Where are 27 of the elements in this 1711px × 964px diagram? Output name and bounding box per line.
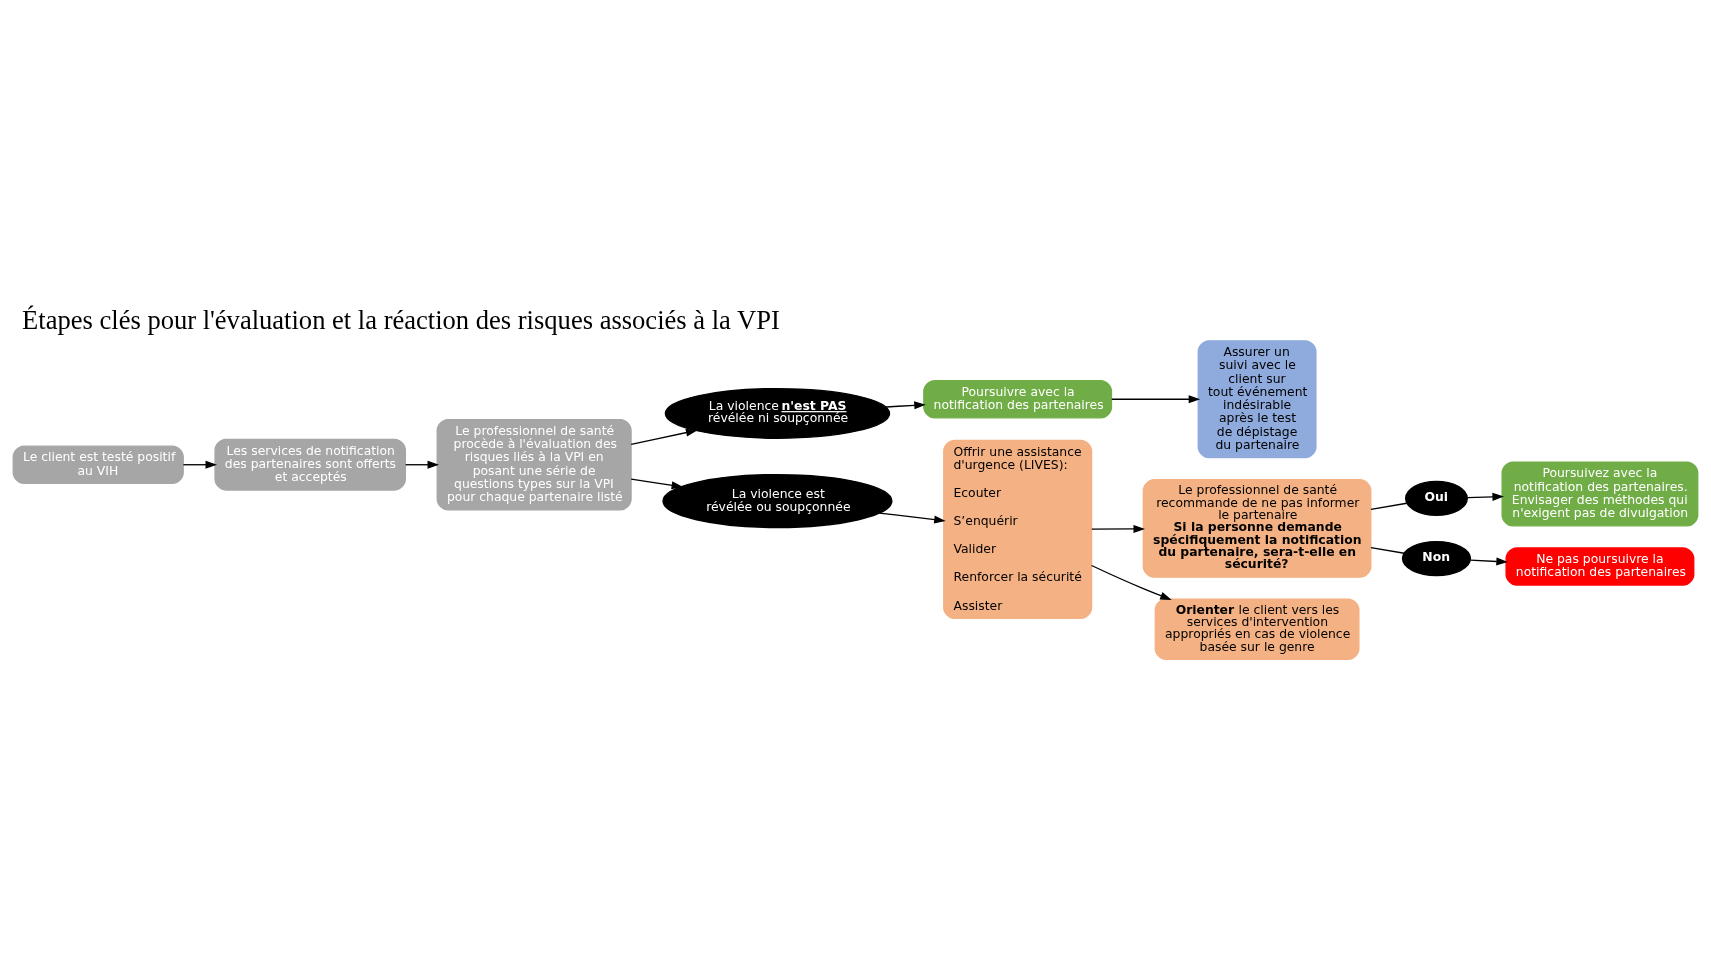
arrow: [878, 512, 946, 524]
arrow: [182, 460, 218, 469]
node-ellipse: Non: [1401, 540, 1472, 577]
node-box: Ne pas poursuivre la notification des partenaires: [1505, 547, 1695, 586]
node-ellipse: La violence est révélée ou soupçonnée: [662, 473, 893, 529]
node-box: Les services de notification des partenaires sont offerts et acceptés: [214, 438, 407, 491]
arrow: [1469, 557, 1508, 566]
arrow: [1111, 395, 1201, 404]
node-box: Le professionnel de santé procède à l'évaluation des risques liés à la VPI en posant une série de questions types sur la VPI pour chaque partenaire listé: [436, 418, 632, 511]
arrow: [630, 428, 698, 445]
connector: [1370, 502, 1408, 510]
arrow: [1091, 524, 1145, 533]
node-box: Assurer un suivi avec le client sur tout événement indésirable après le test de dépistage du partenaire: [1197, 340, 1317, 459]
node-box: Poursuivre avec la notification des partenaires: [923, 380, 1113, 419]
node-box: Le professionnel de santé recommande de ne pas informer le partenaire Si la personne demande spécifiquement la notification du partenaire, sera-t-elle en sécurité?: [1142, 479, 1372, 578]
connector: [1370, 546, 1405, 554]
arrow: [885, 401, 926, 410]
arrow: [630, 478, 684, 490]
node-box: Offrir une assistance d'urgence (LIVES): Ecouter S’enquérir Valider Renforcer la sécurité Assister: [943, 439, 1093, 619]
diagram-title: Étapes clés pour l'évaluation et la réaction des risques associés à la VPI: [22, 305, 780, 336]
node-box: Poursuivez avec la notification des partenaires. Envisager des méthodes qui n'exigent pas de divulgation: [1501, 461, 1699, 527]
arrow: [404, 460, 440, 469]
node-box: Orienter le client vers les services d'intervention appropriés en cas de violence basée sur le genre: [1154, 598, 1360, 661]
arrow: [1090, 564, 1172, 600]
node-ellipse: Oui: [1405, 480, 1468, 516]
arrow: [1466, 492, 1504, 501]
node-box: Le client est testé positif au VIH: [12, 445, 184, 484]
